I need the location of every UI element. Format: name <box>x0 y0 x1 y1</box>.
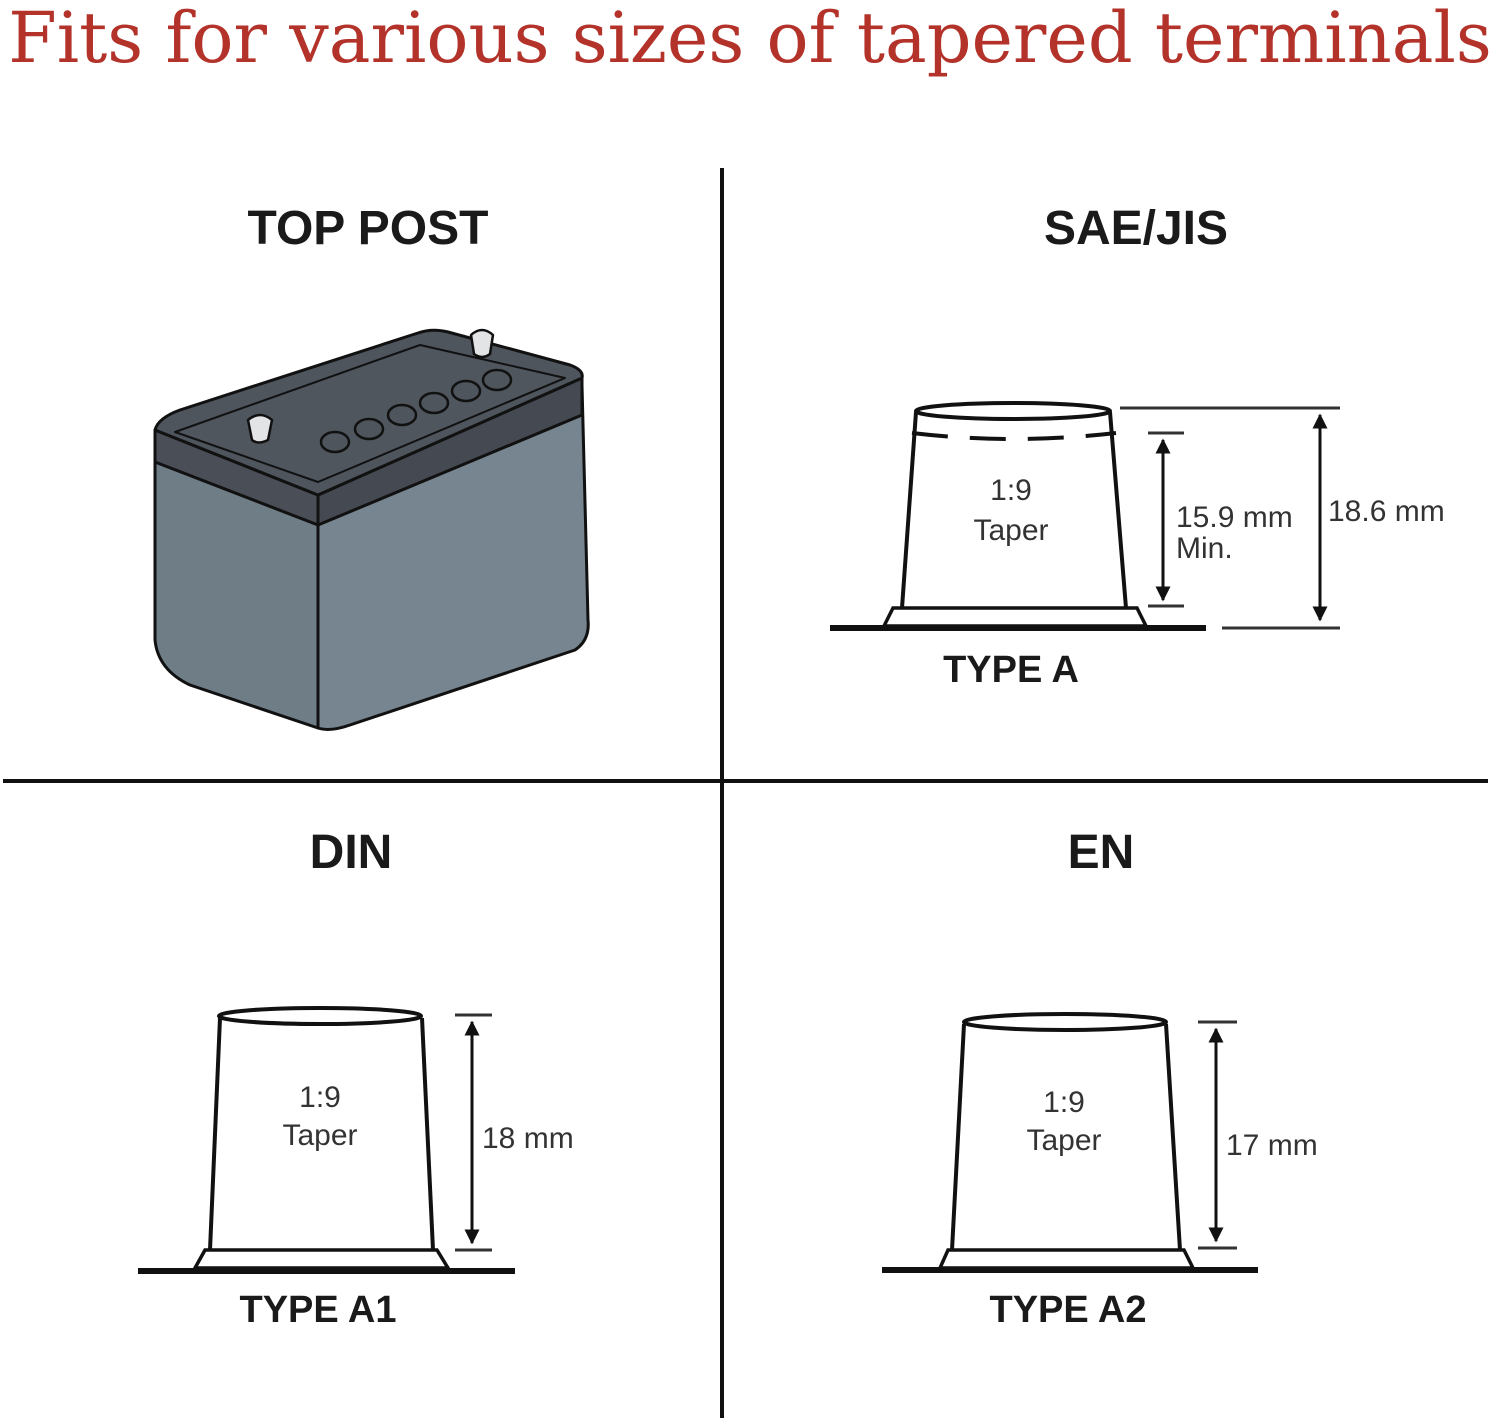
panel-sae-jis: SAE/JIS 1:9 Taper 15.9 mm Min. 18.6 mm T… <box>830 202 1445 691</box>
dimension-inner: 15.9 mm <box>1176 501 1293 534</box>
tapered-terminal-type-a1 <box>138 1006 515 1274</box>
dimension: 18 mm <box>482 1122 574 1155</box>
taper-label: Taper <box>1026 1124 1101 1157</box>
taper-label: Taper <box>973 514 1048 547</box>
panel-top-post: TOP POST <box>153 202 590 731</box>
panel-heading: SAE/JIS <box>1044 202 1228 255</box>
battery-icon <box>153 328 590 731</box>
panel-heading: TOP POST <box>248 202 489 255</box>
dimension: 17 mm <box>1226 1129 1318 1162</box>
dimension-outer: 18.6 mm <box>1328 495 1445 528</box>
tapered-terminal-type-a <box>830 401 1340 631</box>
tapered-terminal-type-a2 <box>882 1012 1258 1273</box>
dimension-inner-note: Min. <box>1176 532 1233 565</box>
page-title: Fits for various sizes of tapered termin… <box>8 0 1491 79</box>
panel-en: EN 1:9 Taper 17 mm TYPE A2 <box>882 826 1318 1331</box>
type-label: TYPE A1 <box>240 1289 397 1331</box>
panel-din: DIN 1:9 Taper 18 mm TYPE A1 <box>138 826 574 1331</box>
panel-heading: DIN <box>310 826 393 879</box>
panel-heading: EN <box>1068 826 1135 879</box>
type-label: TYPE A <box>943 649 1079 691</box>
taper-ratio: 1:9 <box>1043 1086 1085 1119</box>
taper-ratio: 1:9 <box>990 474 1032 507</box>
taper-label: Taper <box>282 1119 357 1152</box>
taper-ratio: 1:9 <box>299 1081 341 1114</box>
type-label: TYPE A2 <box>990 1289 1147 1331</box>
